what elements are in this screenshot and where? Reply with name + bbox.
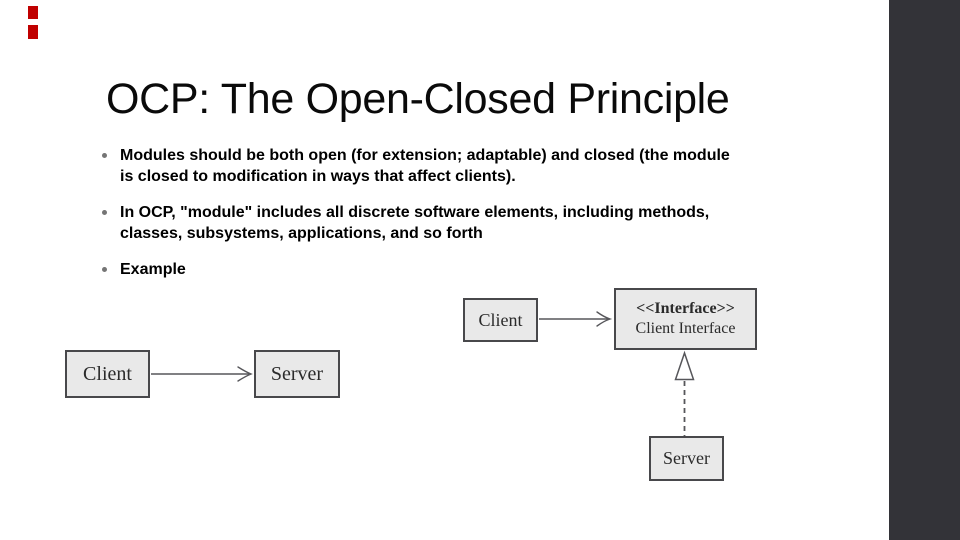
- uml-class-label: Client: [478, 309, 523, 330]
- bullet-text: In OCP, "module" includes all discrete s…: [120, 202, 709, 244]
- accent-dash-icon: [28, 6, 38, 19]
- accent-dashes: [28, 6, 38, 39]
- uml-class-label: Server: [663, 448, 710, 468]
- uml-class-label: Server: [270, 362, 324, 385]
- right-sidebar-bar: [889, 0, 960, 540]
- bullet-text: Example: [120, 259, 186, 280]
- realization-triangle-icon: [674, 350, 695, 381]
- bullet-list: Modules should be both open (for extensi…: [102, 145, 802, 295]
- open-arrowhead-icon: [596, 311, 613, 327]
- bullet-line: classes, subsystems, applications, and s…: [120, 225, 483, 242]
- bullet-dot-icon: [102, 210, 107, 215]
- bullet-line: Example: [120, 261, 186, 278]
- bullet-text: Modules should be both open (for extensi…: [120, 145, 730, 187]
- bullet-line: In OCP, "module" includes all discrete s…: [120, 204, 710, 221]
- accent-dash-icon: [28, 25, 38, 39]
- bullet-item: In OCP, "module" includes all discrete s…: [102, 202, 802, 244]
- slide-title: OCP: The Open-Closed Principle: [106, 75, 730, 123]
- uml-stereotype-label: <<Interface>>: [636, 300, 735, 317]
- bullet-item: Modules should be both open (for extensi…: [102, 145, 802, 187]
- uml-class-box-server: Server: [649, 436, 724, 481]
- uml-interface-label: Client Interface: [635, 320, 736, 337]
- uml-class-box-server: Server: [254, 350, 340, 398]
- bullet-dot-icon: [102, 267, 107, 272]
- bullet-line: Modules should be both open (for extensi…: [120, 147, 730, 164]
- uml-class-label: Client: [83, 362, 132, 385]
- bullet-dot-icon: [102, 153, 107, 158]
- uml-class-box-client: Client: [65, 350, 150, 398]
- bullet-item: Example: [102, 259, 802, 280]
- open-arrowhead-icon: [237, 366, 253, 382]
- bullet-line: is closed to modification in ways that a…: [120, 168, 516, 185]
- uml-class-box-client: Client: [463, 298, 538, 342]
- uml-interface-box: <<Interface>> Client Interface: [614, 288, 757, 350]
